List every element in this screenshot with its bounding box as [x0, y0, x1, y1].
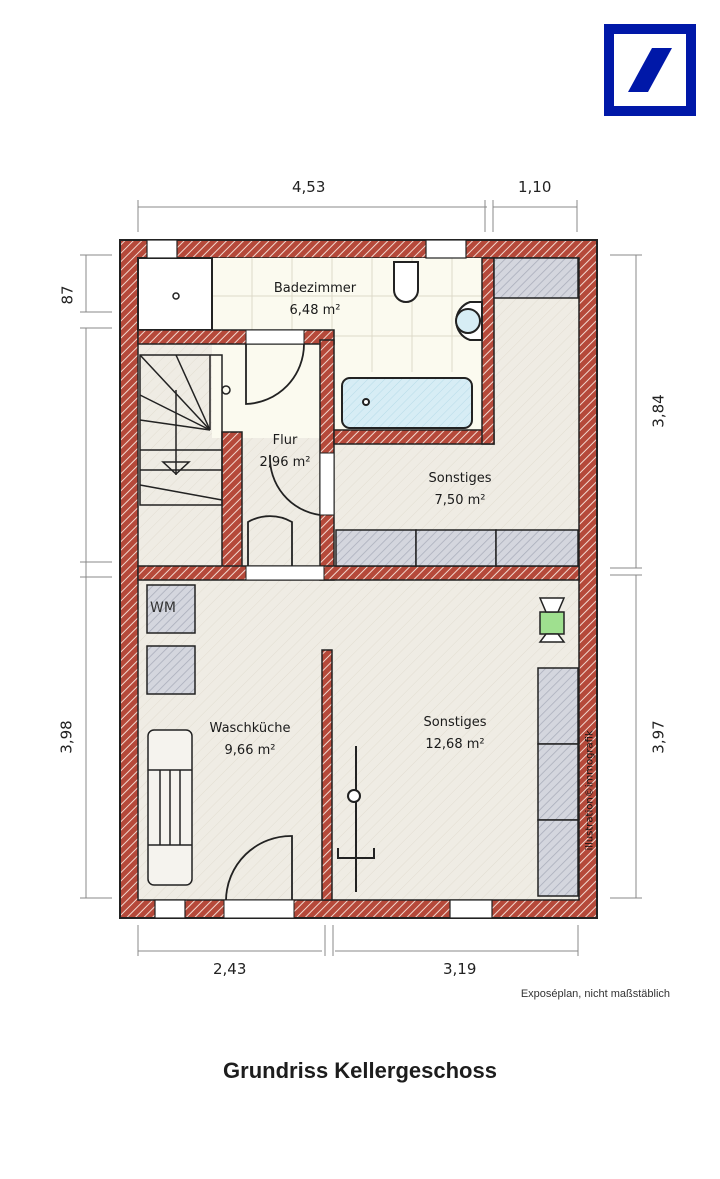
bathtub	[341, 377, 473, 429]
laundry-appliances	[146, 584, 196, 886]
room-badezimmer: Badezimmer 6,48 m²	[255, 278, 375, 322]
room-flur: Flur 2,96 m²	[245, 430, 325, 474]
dim-right-top: 3,84	[649, 394, 668, 428]
room-name: Badezimmer	[273, 281, 357, 296]
wall-bath-flur	[137, 329, 335, 345]
dim-top-left: 4,53	[292, 178, 326, 196]
washer-label: WM	[150, 600, 176, 616]
dim-left-top: 87	[58, 285, 77, 305]
door-swings	[225, 343, 321, 901]
scale-note: Exposéplan, nicht maßstäblich	[520, 988, 670, 1000]
dim-top-right: 1,10	[518, 178, 552, 196]
wall-bath-bottom	[333, 429, 495, 445]
room-sonstiges-2: Sonstiges 12,68 m²	[395, 712, 515, 756]
room-name: Flur	[272, 433, 298, 448]
storage-shelves	[335, 257, 579, 897]
dim-right-bottom: 3,97	[649, 720, 668, 754]
dimension-lines	[80, 200, 642, 956]
bathroom-fixtures	[341, 261, 483, 429]
room-area: 9,66 m²	[224, 743, 276, 758]
dryer	[146, 645, 196, 695]
bicycle-icon	[337, 746, 375, 892]
wall-lower-divider	[321, 649, 333, 901]
bank-logo	[604, 24, 696, 116]
toilet	[393, 261, 419, 303]
shower-tray	[137, 257, 213, 331]
room-waschkueche: Waschküche 9,66 m²	[190, 718, 310, 762]
logo-slash-icon	[628, 48, 672, 92]
room-name: Waschküche	[209, 721, 291, 736]
illustration-credit: illustration©immografik	[584, 730, 596, 851]
staircase	[139, 354, 231, 506]
room-name: Sonstiges	[423, 715, 487, 730]
windows	[146, 239, 493, 919]
washing-machine	[146, 584, 196, 634]
wall-stair	[221, 431, 243, 573]
room-area: 2,96 m²	[259, 455, 311, 470]
room-sonstiges-1: Sonstiges 7,50 m²	[400, 468, 520, 512]
wall-bath-right	[481, 257, 495, 445]
floor-plan-drawing	[80, 200, 642, 956]
dim-bottom-left: 2,43	[213, 960, 247, 978]
page-title: Grundriss Kellergeschoss	[223, 1058, 497, 1083]
wall-middle	[137, 565, 580, 581]
dim-bottom-right: 3,19	[443, 960, 477, 978]
room-area: 12,68 m²	[425, 737, 485, 752]
room-area: 7,50 m²	[434, 493, 486, 508]
logo-inner-square	[614, 34, 686, 106]
dim-left-bottom: 3,98	[57, 720, 76, 754]
room-name: Sonstiges	[428, 471, 492, 486]
heater-icon	[538, 597, 566, 643]
room-area: 6,48 m²	[289, 303, 341, 318]
